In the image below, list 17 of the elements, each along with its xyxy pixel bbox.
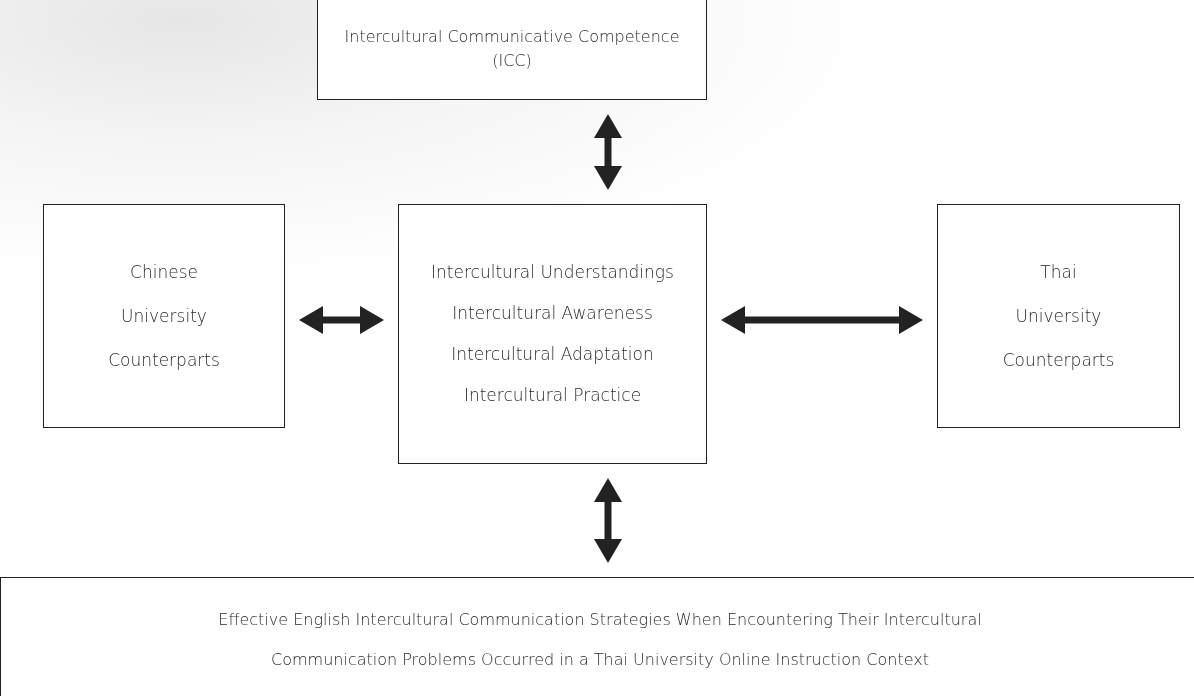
box-text: Chinese University Counterparts	[108, 261, 220, 372]
box-text: Intercultural Adaptation	[451, 343, 654, 366]
text-box	[398, 204, 707, 464]
text-box	[43, 204, 285, 428]
double-arrow	[594, 114, 622, 190]
double-arrow	[594, 478, 622, 563]
double-arrow	[721, 306, 923, 334]
text-box	[0, 577, 1194, 696]
box-text: Intercultural Understandings	[431, 261, 674, 284]
box-text: Intercultural Communicative Competence (ICC)	[343, 26, 681, 72]
box-text: Effective English Intercultural Communication Strategies When Encountering Their Intercultural Communication Problems Occurred in a Thai University Online Instruction Context	[217, 608, 983, 671]
text-box	[317, 0, 707, 100]
box-text: Intercultural Practice	[463, 384, 642, 407]
box-text: Intercultural Awareness	[452, 302, 653, 325]
text-box	[937, 204, 1180, 428]
double-arrow	[299, 306, 384, 334]
box-text: Thai University Counterparts	[1002, 261, 1115, 372]
